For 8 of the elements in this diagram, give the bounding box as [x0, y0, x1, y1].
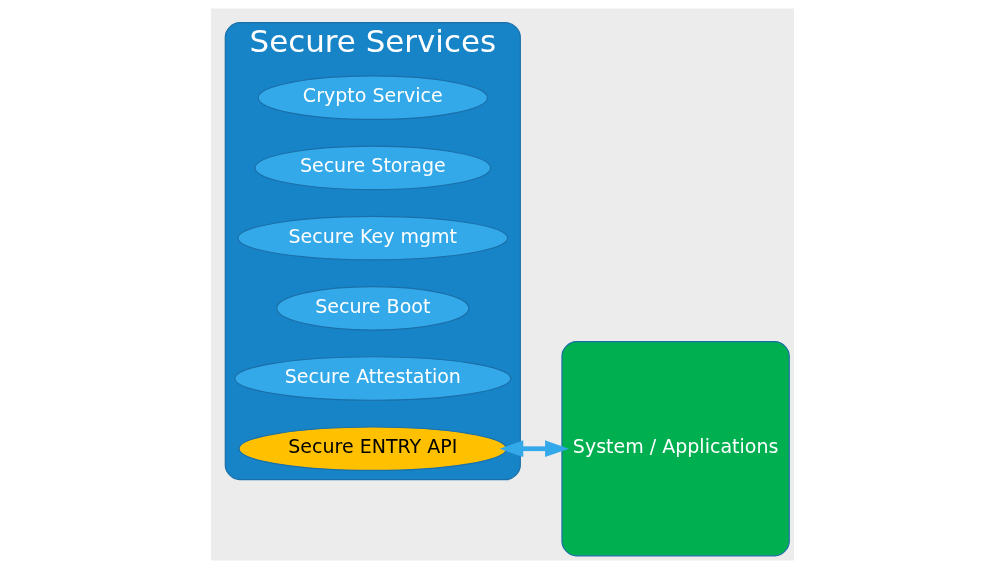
node-ellipse: Secure Key mgmt	[236, 215, 508, 261]
node-ellipse: Secure Storage	[253, 145, 491, 191]
node-ellipse: Crypto Service	[257, 75, 488, 120]
node-ellipse: Secure ENTRY API	[238, 426, 507, 472]
node-box: System / Applications	[560, 341, 790, 557]
node-ellipse: Secure Boot	[275, 285, 469, 331]
arrow	[498, 440, 569, 458]
node-ellipse: Secure Attestation	[233, 356, 511, 401]
